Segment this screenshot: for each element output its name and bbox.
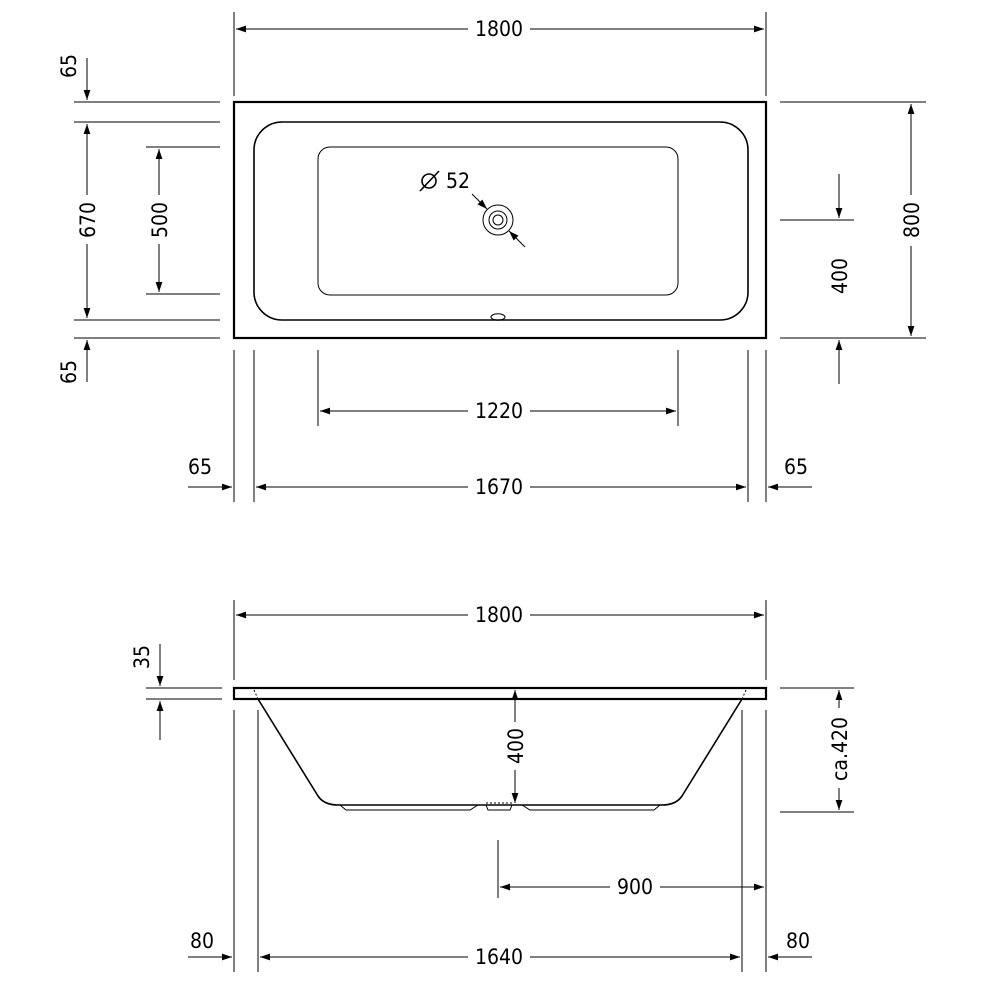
section-depth-label: 400 [504,728,528,764]
section-tub-body [257,698,743,806]
plan-overall-length-label: 1800 [475,17,523,41]
plan-tub-inner-rim [253,121,749,321]
plan-rim-right-label: 65 [784,455,808,479]
plan-tub-outline [232,100,768,340]
plan-inner-width-label: 670 [76,202,100,238]
section-total-height-label: ca.420 [828,717,852,781]
plan-drain-diameter-label: 52 [446,169,470,193]
plan-tub-floor [317,146,679,296]
section-offset-left-label: 80 [190,929,214,953]
diameter-symbol [419,170,440,192]
plan-inner-length-label: 1670 [475,475,523,499]
plan-overall-width-label: 800 [900,202,924,238]
plan-rim-top-label: 65 [57,54,81,78]
section-rim-thickness-label: 35 [130,645,154,669]
plan-rim-bottom-label: 65 [57,360,81,384]
section-view: 1800 35 400 ca.420 900 1640 80 [130,600,854,972]
section-overall-length-label: 1800 [475,603,523,627]
plan-drain-offset-label: 400 [828,258,852,294]
section-offset-right-label: 80 [786,929,810,953]
plan-floor-width-label: 500 [148,202,172,238]
plan-rim-left-label: 65 [188,455,212,479]
plan-overflow [490,313,506,321]
plan-floor-length-label: 1220 [475,399,523,423]
section-inner-length-label: 1640 [475,945,523,969]
section-drain-position-label: 900 [617,875,653,899]
plan-view: 52 1800 65 670 500 65 800 [57,12,926,502]
section-rim [232,686,768,701]
plan-drain-symbol [471,193,526,248]
